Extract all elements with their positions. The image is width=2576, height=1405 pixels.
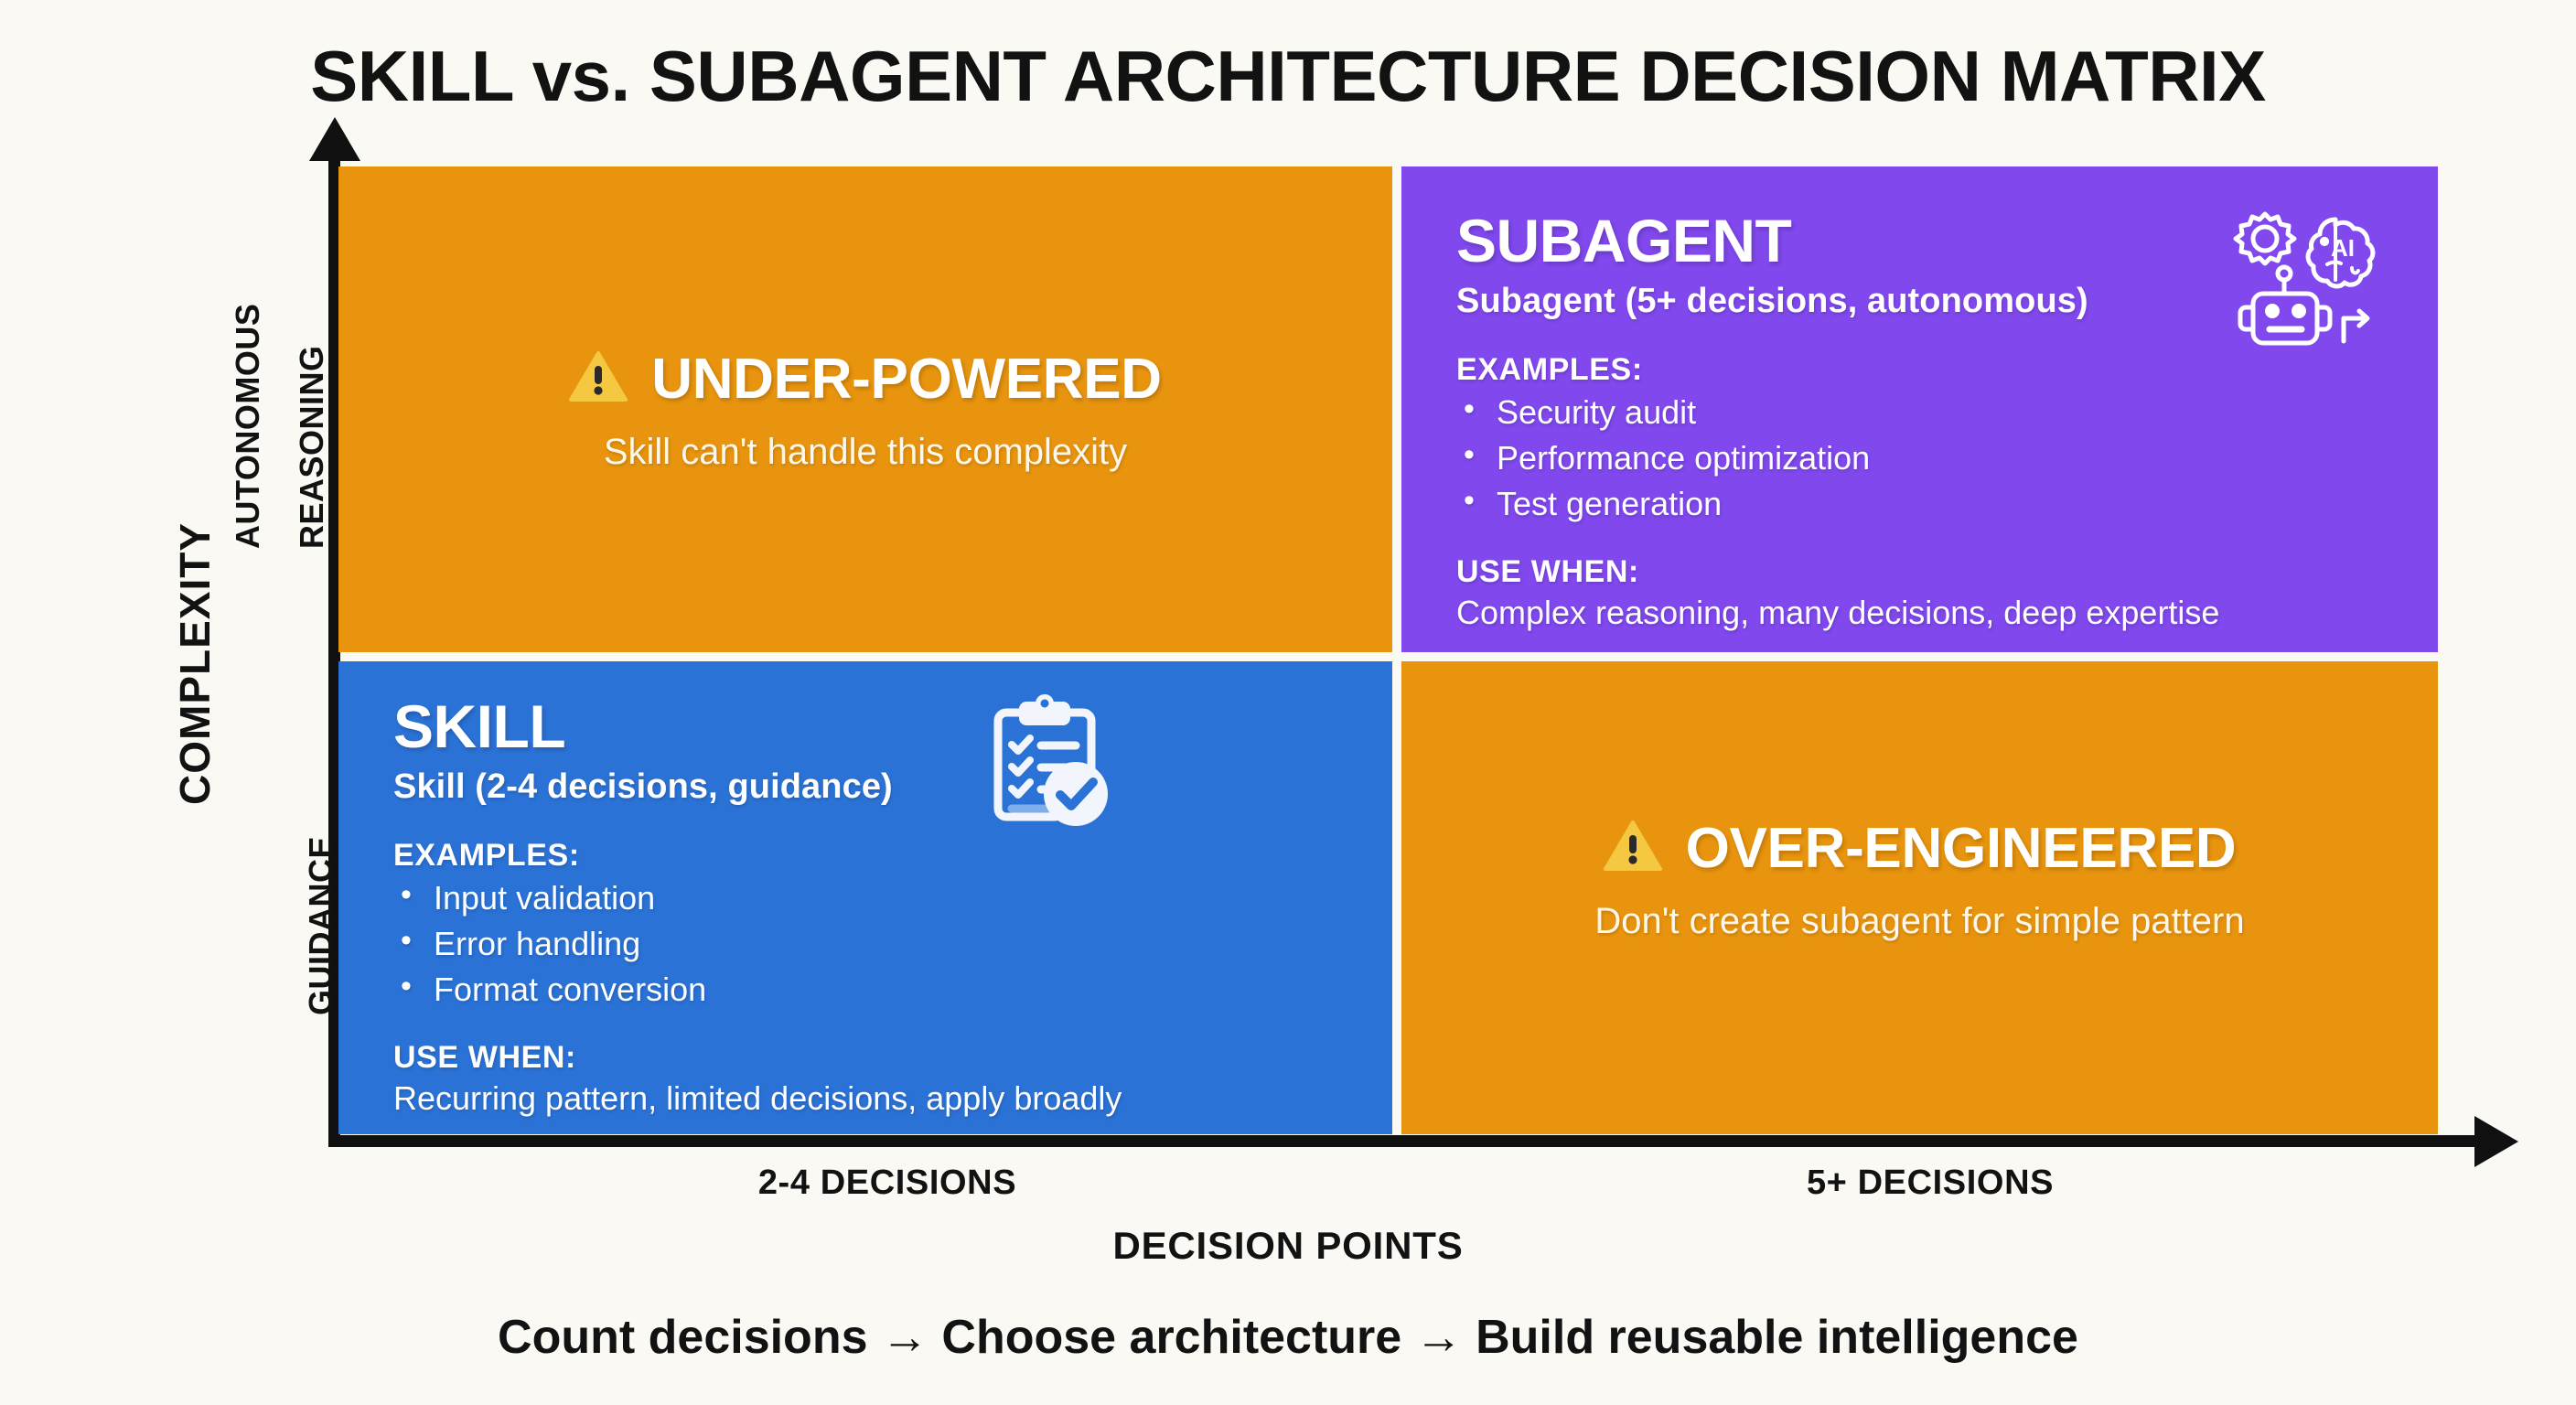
skill-title: SKILL: [393, 692, 566, 760]
subagent-usewhen-label: USE WHEN:: [1456, 554, 1639, 589]
skill-examples-list: Input validation Error handling Format c…: [393, 877, 1356, 1009]
under-powered-title: UNDER-POWERED: [651, 347, 1162, 411]
y-axis-tick-top-line2: REASONING: [293, 345, 330, 549]
over-engineered-title: OVER-ENGINEERED: [1685, 816, 2237, 880]
decision-matrix: UNDER-POWERED Skill can't handle this co…: [338, 166, 2438, 1134]
over-engineered-content: OVER-ENGINEERED Don't create subagent fo…: [1401, 816, 2438, 942]
under-powered-content: UNDER-POWERED Skill can't handle this co…: [338, 347, 1392, 473]
y-axis-tick-bottom: GUIDANCE: [302, 835, 339, 1015]
list-item: Format conversion: [393, 969, 1356, 1009]
subagent-subtitle: Subagent (5+ decisions, autonomous): [1456, 282, 2088, 320]
x-axis-title: DECISION POINTS: [1112, 1224, 1464, 1267]
page-title: SKILL vs. SUBAGENT ARCHITECTURE DECISION…: [310, 36, 2266, 116]
skill-content: SKILL Skill (2-4 decisions, guidance) EX…: [393, 696, 1356, 1118]
over-engineered-subtitle: Don't create subagent for simple pattern: [1594, 900, 2245, 941]
svg-text:AI: AI: [2331, 234, 2355, 262]
subagent-usewhen-text: Complex reasoning, many decisions, deep …: [1456, 594, 2220, 631]
skill-usewhen-text: Recurring pattern, limited decisions, ap…: [393, 1079, 1122, 1117]
skill-examples-label: EXAMPLES:: [393, 838, 580, 873]
warning-triangle-icon: [1603, 820, 1662, 877]
quadrant-skill[interactable]: SKILL Skill (2-4 decisions, guidance) EX…: [338, 661, 1392, 1134]
x-axis-tick-left: 2-4 DECISIONS: [757, 1164, 1017, 1202]
list-item: Test generation: [1456, 483, 2401, 523]
list-item: Security audit: [1456, 391, 2401, 432]
x-axis-line: [328, 1135, 2480, 1147]
y-axis-line: [328, 154, 340, 1147]
y-axis-title: COMPLEXITY: [171, 521, 219, 805]
quadrant-subagent[interactable]: AI SUBAGENT Subagent (5+ decisions, auto…: [1401, 166, 2438, 652]
footer-caption: Count decisions → Choose architecture → …: [498, 1311, 2078, 1364]
x-axis-tick-right: 5+ DECISIONS: [1806, 1164, 2055, 1202]
warning-triangle-icon: [569, 350, 628, 408]
list-item: Error handling: [393, 923, 1356, 963]
arrow-up-icon: [309, 117, 360, 161]
clipboard-checklist-check-icon: [971, 689, 1118, 840]
robot-brain-gear-ai-icon: AI: [2224, 199, 2398, 355]
skill-subtitle: Skill (2-4 decisions, guidance): [393, 767, 893, 806]
subagent-content: SUBAGENT Subagent (5+ decisions, autonom…: [1456, 210, 2401, 632]
list-item: Input validation: [393, 877, 1356, 917]
arrow-right-icon: [2474, 1116, 2518, 1167]
y-axis-tick-top-line1: AUTONOMOUS: [229, 303, 266, 549]
under-powered-subtitle: Skill can't handle this complexity: [603, 431, 1128, 472]
subagent-examples-label: EXAMPLES:: [1456, 352, 1643, 387]
list-item: Performance optimization: [1456, 437, 2401, 477]
subagent-title: SUBAGENT: [1456, 207, 1792, 274]
subagent-examples-list: Security audit Performance optimization …: [1456, 391, 2401, 523]
quadrant-over-engineered[interactable]: OVER-ENGINEERED Don't create subagent fo…: [1401, 661, 2438, 1134]
skill-usewhen-label: USE WHEN:: [393, 1040, 576, 1075]
quadrant-under-powered[interactable]: UNDER-POWERED Skill can't handle this co…: [338, 166, 1392, 652]
